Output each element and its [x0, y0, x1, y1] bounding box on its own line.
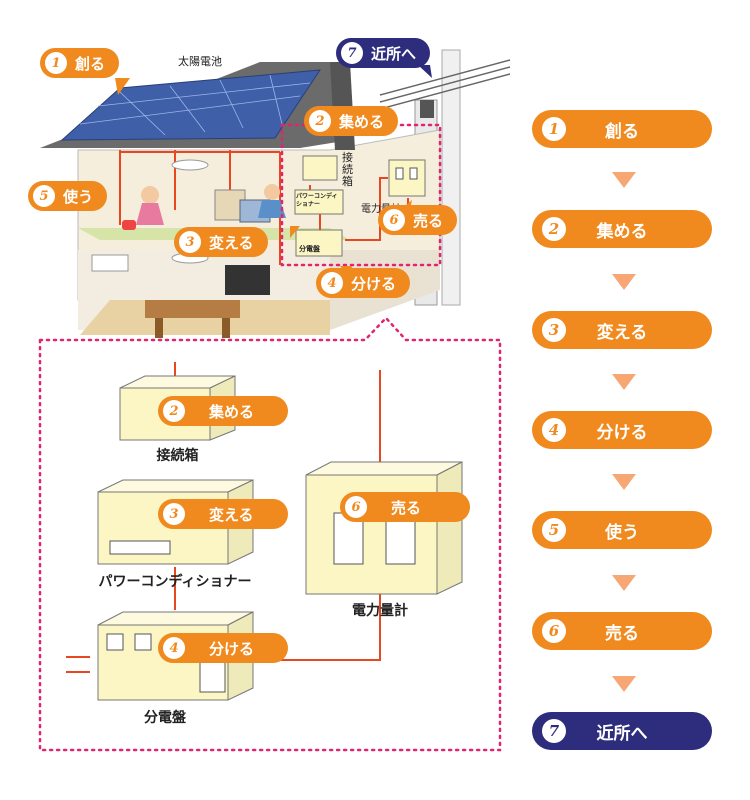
pill-convert-num: 3: [179, 231, 201, 253]
step-4-label: 分ける: [596, 422, 648, 443]
detail-pill-divide-num: 4: [163, 637, 185, 659]
arrow-down-icon: [612, 274, 636, 290]
step-7-num: 7: [542, 719, 566, 743]
junction-box-caption: 接続箱: [156, 448, 199, 464]
pill-divide-label: 分ける: [351, 274, 397, 293]
pill-convert-label: 変える: [209, 233, 254, 252]
interior-wiring: [119, 150, 409, 265]
pill-use-label: 使う: [63, 187, 94, 206]
pill-sell-label: 売る: [413, 211, 444, 230]
pill-tail-neighbor: [418, 65, 432, 78]
pill-sell-num: 6: [383, 209, 405, 231]
pill-neighbor: 7 近所へ: [336, 38, 431, 68]
detail-pill-divide: 4 分ける: [158, 633, 288, 663]
pill-use: 5 使う: [28, 181, 108, 211]
pill-divide: 4 分ける: [316, 268, 411, 298]
arrow-down-icon: [612, 374, 636, 390]
junction-box-vertical-label: 接続箱: [342, 151, 353, 188]
detail-pill-collect-label: 集める: [209, 402, 255, 421]
step-2-label: 集める: [596, 221, 648, 242]
meter-caption: 電力量計: [352, 603, 408, 619]
detail-pill-convert-num: 3: [163, 503, 185, 525]
house-equipment: [294, 155, 426, 257]
step-5-use: 5 使う: [532, 511, 712, 549]
step-2-collect: 2 集める: [532, 210, 712, 248]
step-6-label: 売る: [605, 623, 639, 644]
step-4-num: 4: [542, 418, 566, 442]
pill-create: 1 創る: [40, 48, 120, 78]
detail-wiring: [66, 362, 381, 673]
step-2-num: 2: [542, 217, 566, 241]
detail-pill-collect: 2 集める: [158, 396, 288, 426]
step-7-label: 近所へ: [596, 723, 648, 744]
step-3-convert: 3 変える: [532, 311, 712, 349]
pill-sell: 6 売る: [378, 205, 458, 235]
step-4-divide: 4 分ける: [532, 411, 712, 449]
detail-pill-divide-label: 分ける: [209, 639, 255, 658]
detail-pill-convert-label: 変える: [209, 505, 254, 524]
step-1-num: 1: [542, 117, 566, 141]
panel-board-small-label: 分電盤: [299, 245, 320, 253]
step-6-num: 6: [542, 619, 566, 643]
pill-neighbor-num: 7: [341, 42, 363, 64]
pill-divide-num: 4: [321, 272, 343, 294]
arrow-down-icon: [612, 676, 636, 692]
step-6-sell: 6 売る: [532, 612, 712, 650]
arrow-down-icon: [612, 172, 636, 188]
solar-panel-label: 太陽電池: [178, 55, 222, 68]
step-1-label: 創る: [605, 121, 639, 142]
pill-create-label: 創る: [75, 54, 106, 73]
step-5-label: 使う: [605, 522, 639, 543]
detail-pill-sell: 6 売る: [340, 492, 470, 522]
step-7-neighbor: 7 近所へ: [532, 712, 712, 750]
pill-collect: 2 集める: [304, 106, 399, 136]
detail-pill-sell-num: 6: [345, 496, 367, 518]
pill-use-num: 5: [33, 185, 55, 207]
pill-create-num: 1: [45, 52, 67, 74]
detail-pill-collect-num: 2: [163, 400, 185, 422]
roof: [40, 62, 355, 150]
inverter-caption: パワーコンディショナー: [98, 574, 252, 590]
inverter-small-label: パワーコンディショナー: [296, 193, 338, 208]
furniture: [91, 159, 286, 338]
pill-convert: 3 変える: [174, 227, 268, 257]
detail-pill-convert: 3 変える: [158, 499, 288, 529]
arrow-down-icon: [612, 474, 636, 490]
pill-collect-label: 集める: [339, 112, 385, 131]
step-3-num: 3: [542, 318, 566, 342]
meter-3d: [305, 461, 463, 595]
arrow-down-icon: [612, 575, 636, 591]
pill-collect-num: 2: [309, 110, 331, 132]
pill-neighbor-label: 近所へ: [371, 44, 417, 63]
step-1-create: 1 創る: [532, 110, 712, 148]
panel-board-caption: 分電盤: [144, 710, 186, 726]
step-3-label: 変える: [596, 322, 648, 343]
detail-pill-sell-label: 売る: [391, 498, 422, 517]
step-5-num: 5: [542, 518, 566, 542]
